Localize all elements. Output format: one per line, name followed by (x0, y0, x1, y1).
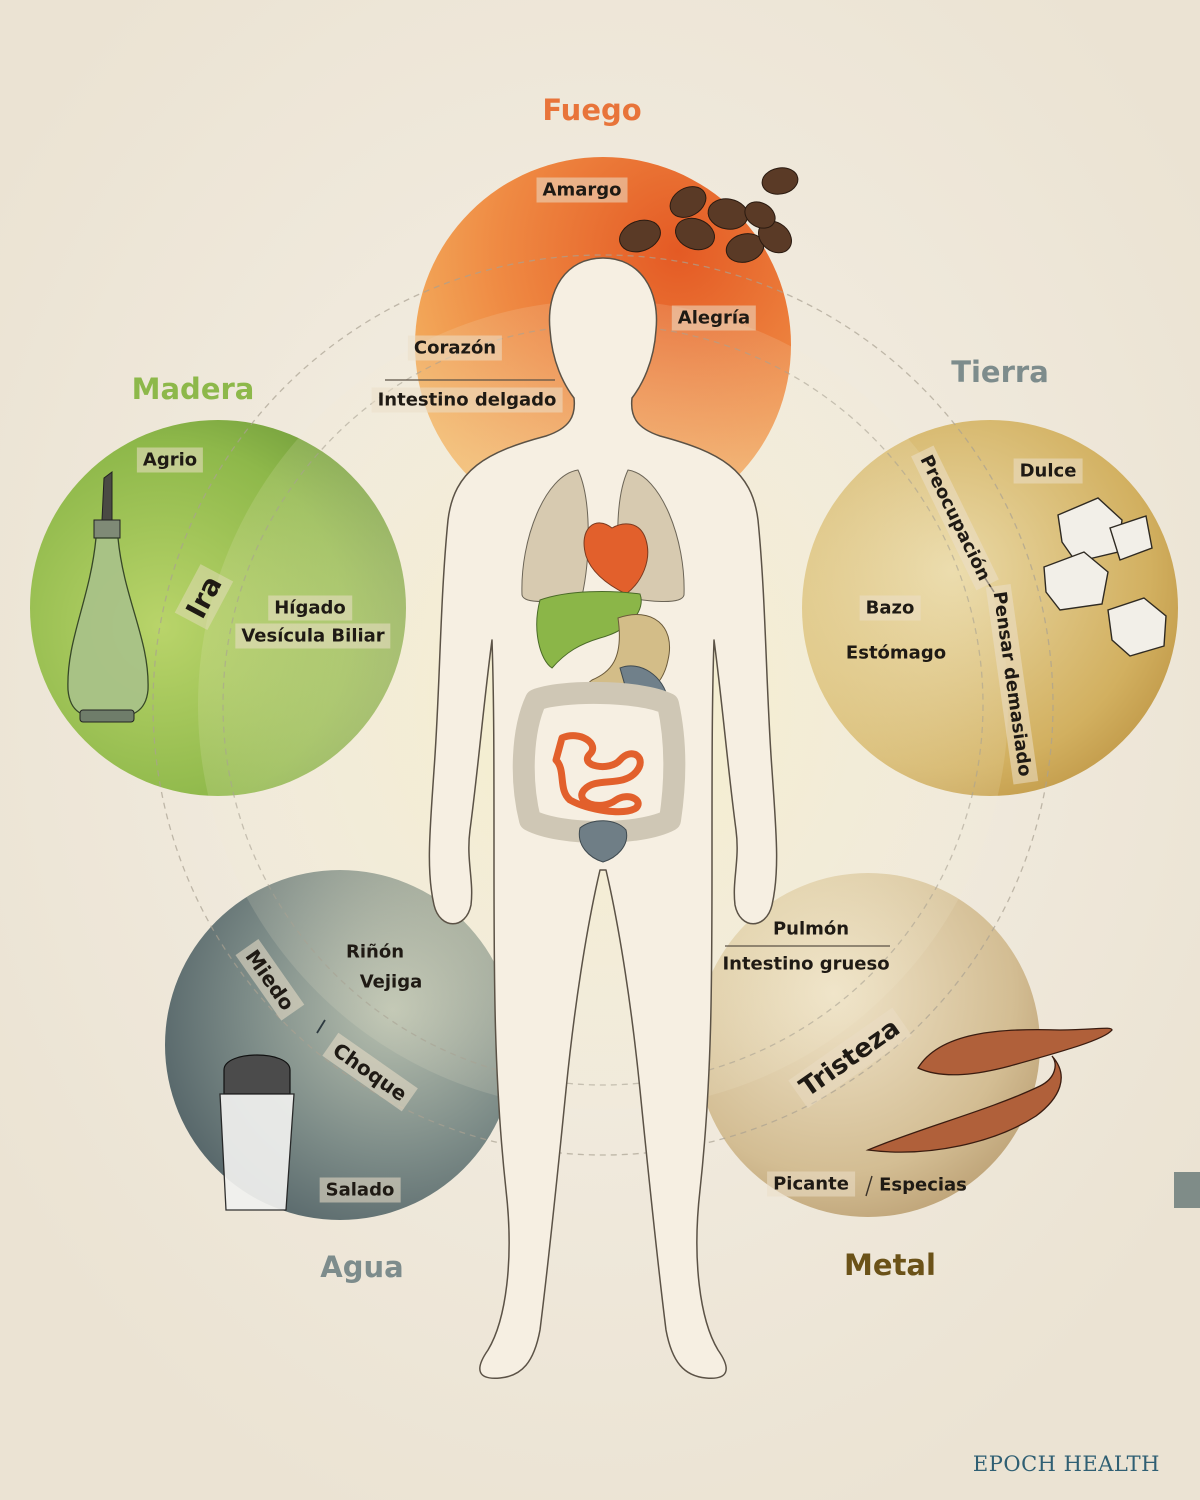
side-tab[interactable] (1174, 1172, 1200, 1208)
vinegar-bottle-icon (67, 471, 149, 723)
water-organ-top-label: Riñón (345, 941, 405, 963)
wood-flavor-label: Agrio (136, 447, 204, 473)
fire-title: Fuego (542, 93, 642, 127)
bladder (578, 820, 628, 863)
water-flavor-label: Salado (319, 1177, 401, 1203)
wood-organ-top-label: Hígado (268, 595, 352, 621)
earth-flavor-label: Dulce (1013, 458, 1083, 484)
metal-organ-bottom-label: Intestino grueso (722, 953, 890, 975)
fire-emotion-label: Alegría (671, 305, 757, 331)
metal-title: Metal (844, 1248, 936, 1282)
outer-dashed-ring (152, 254, 1054, 1156)
chili-peppers-icon (865, 1027, 1113, 1153)
wood-organ-bottom-label: Vesícula Biliar (235, 623, 391, 649)
inner-dashed-ring (222, 324, 984, 1086)
metal-organ-top-label: Pulmón (772, 918, 850, 940)
fire-flavor-label: Amargo (536, 177, 628, 203)
human-body (428, 257, 778, 1379)
fire-organ-top-label: Corazón (407, 335, 503, 361)
large-intestine (512, 681, 686, 843)
salt-shaker-icon (219, 1054, 295, 1211)
metal-flavor-b-label: Especias (879, 1174, 967, 1196)
earth-organ-top-label: Bazo (859, 595, 921, 621)
coffee-beans-icon (619, 167, 799, 263)
water-title: Agua (320, 1250, 404, 1284)
small-intestine (552, 732, 644, 816)
metal-flavor-a-label: Picante (767, 1171, 855, 1197)
metal-flavor-divider (865, 1175, 873, 1197)
fire-organ-bottom-label: Intestino delgado (371, 387, 563, 413)
water-emotion-divider (316, 1019, 326, 1034)
water-organ-bottom-label: Vejiga (359, 971, 423, 993)
earth-organ-bottom-label: Estómago (845, 642, 947, 664)
liver (536, 591, 642, 669)
wood-title: Madera (131, 372, 255, 406)
sugar-cubes-icon (1043, 497, 1167, 657)
brand-logo: EPOCH HEALTH (972, 1452, 1160, 1476)
earth-title: Tierra (951, 355, 1049, 389)
